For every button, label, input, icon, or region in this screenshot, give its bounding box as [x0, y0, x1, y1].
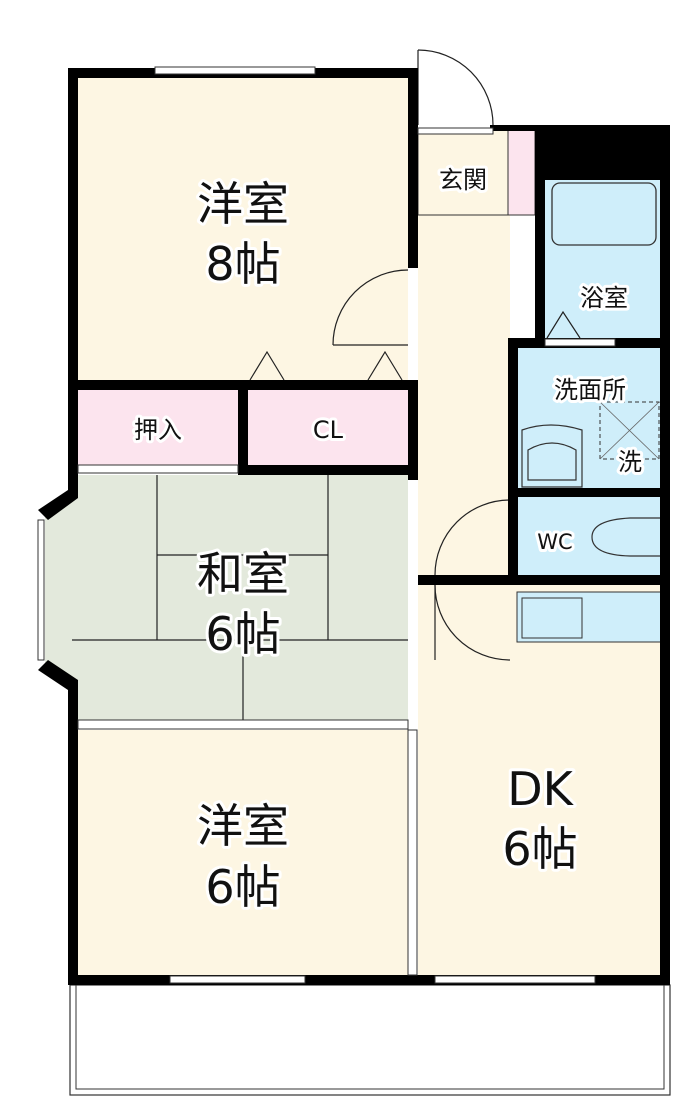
dk-name: DK	[507, 762, 574, 816]
bathtub	[551, 182, 657, 246]
washer-label: 洗	[618, 448, 642, 476]
room-western-6	[78, 730, 408, 975]
bath-label: 浴室	[580, 284, 628, 312]
washitsu-name: 和室	[197, 547, 289, 601]
room-washitsu	[45, 475, 408, 720]
windows	[37, 66, 616, 984]
washer-cross-2	[599, 401, 660, 460]
kitchen-counter	[516, 591, 663, 643]
shoe-closet	[507, 129, 536, 216]
western-6-size: 6帖	[205, 860, 280, 914]
room-closet	[248, 390, 408, 465]
washer-space	[599, 401, 660, 460]
room-dk	[418, 585, 662, 975]
western-8-size: 8帖	[205, 237, 280, 291]
room-western-8	[78, 78, 408, 380]
washitsu-size: 6帖	[205, 607, 280, 661]
washroom-label: 洗面所	[554, 376, 626, 404]
kitchen-sink	[521, 597, 583, 639]
balcony	[69, 984, 671, 1096]
toilet-icon	[591, 517, 660, 557]
sink-basin	[527, 442, 577, 481]
dk-size: 6帖	[502, 822, 577, 876]
doors	[249, 49, 581, 661]
tatami-lines	[72, 475, 408, 720]
oshiire-label: 押入	[134, 416, 182, 444]
closet-label: CL	[313, 416, 344, 444]
western-8-name: 洋室	[197, 177, 289, 231]
entrance-label: 玄関	[439, 166, 487, 194]
sink	[521, 424, 583, 488]
wc-label: WC	[537, 530, 572, 554]
western-6-name: 洋室	[197, 799, 289, 853]
room-oshiire	[78, 390, 238, 465]
